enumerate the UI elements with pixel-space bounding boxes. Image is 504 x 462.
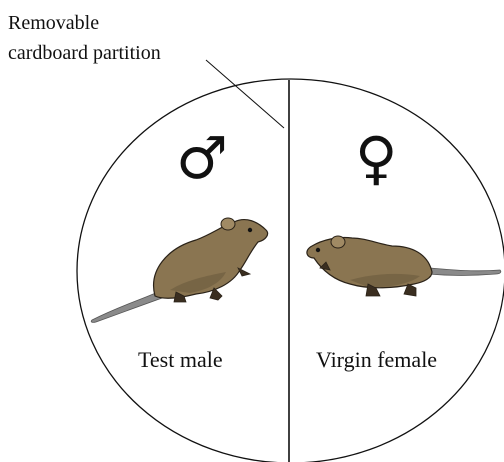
test-male-label: Test male	[138, 347, 223, 373]
partition-callout: Removable cardboard partition	[8, 8, 161, 68]
female-rat-illustration	[307, 236, 501, 296]
callout-line-1: Removable	[8, 8, 161, 38]
callout-line-2: cardboard partition	[8, 38, 161, 68]
virgin-female-label: Virgin female	[316, 347, 437, 373]
male-rat-illustration	[91, 218, 267, 322]
callout-leader-line	[206, 60, 284, 128]
female-symbol-icon: ♀	[355, 129, 397, 187]
male-symbol-icon: ♂	[176, 129, 228, 187]
